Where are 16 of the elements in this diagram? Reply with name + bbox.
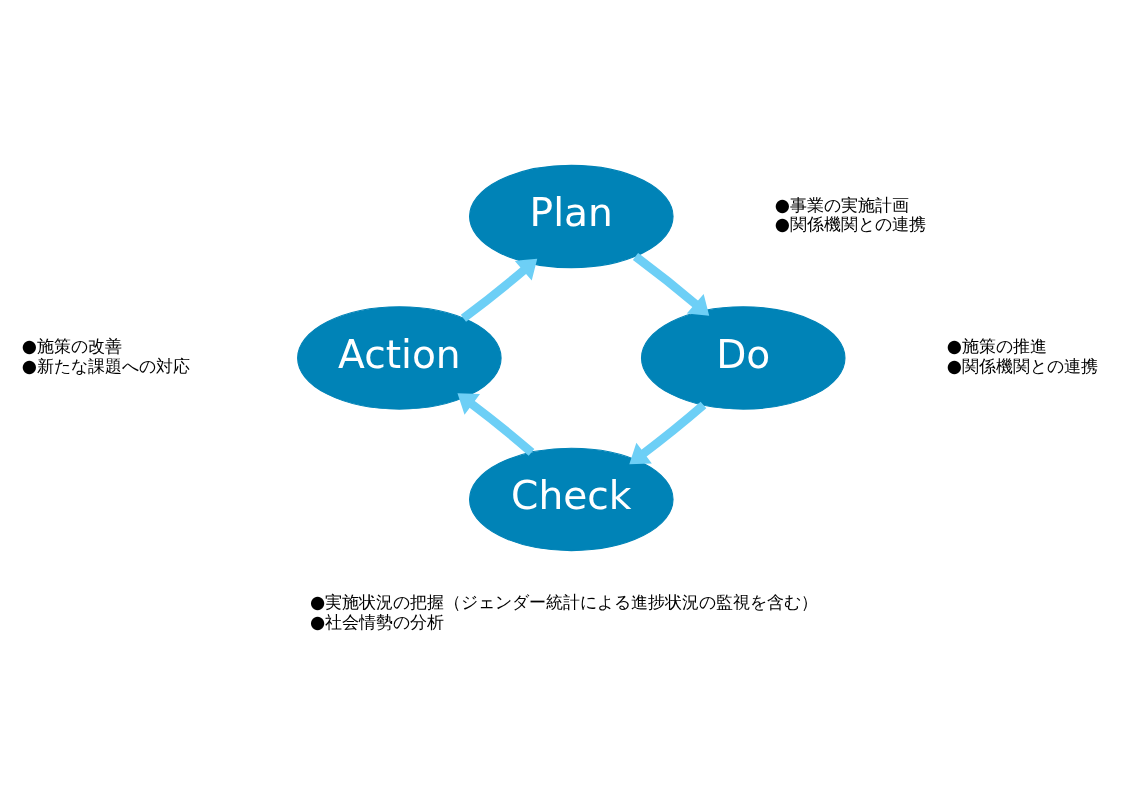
- node-label: ●社会情勢の分析: [310, 611, 445, 632]
- node-label: ●事業の実施計画: [774, 194, 909, 215]
- node-ellipse: Action: [297, 306, 502, 410]
- node-label: ●関係機関との連携: [946, 355, 1098, 376]
- arrow: [629, 401, 707, 465]
- node-ellipse: Do: [640, 306, 846, 410]
- node-label: ●実施状況の把握（ジェンダー統計による進捗状況の監視を含む）: [310, 592, 819, 613]
- arrow: [632, 252, 710, 316]
- arrow: [457, 393, 535, 456]
- node-label: ●施策の改善: [21, 336, 122, 357]
- arrow: [460, 258, 538, 322]
- node-label: ●施策の推進: [946, 336, 1047, 357]
- node-ellipse: Check: [469, 447, 674, 552]
- node-label: ●関係機関との連携: [774, 214, 926, 235]
- node-ellipse: Plan: [469, 164, 674, 269]
- node-label: ●新たな課題への対応: [21, 355, 190, 376]
